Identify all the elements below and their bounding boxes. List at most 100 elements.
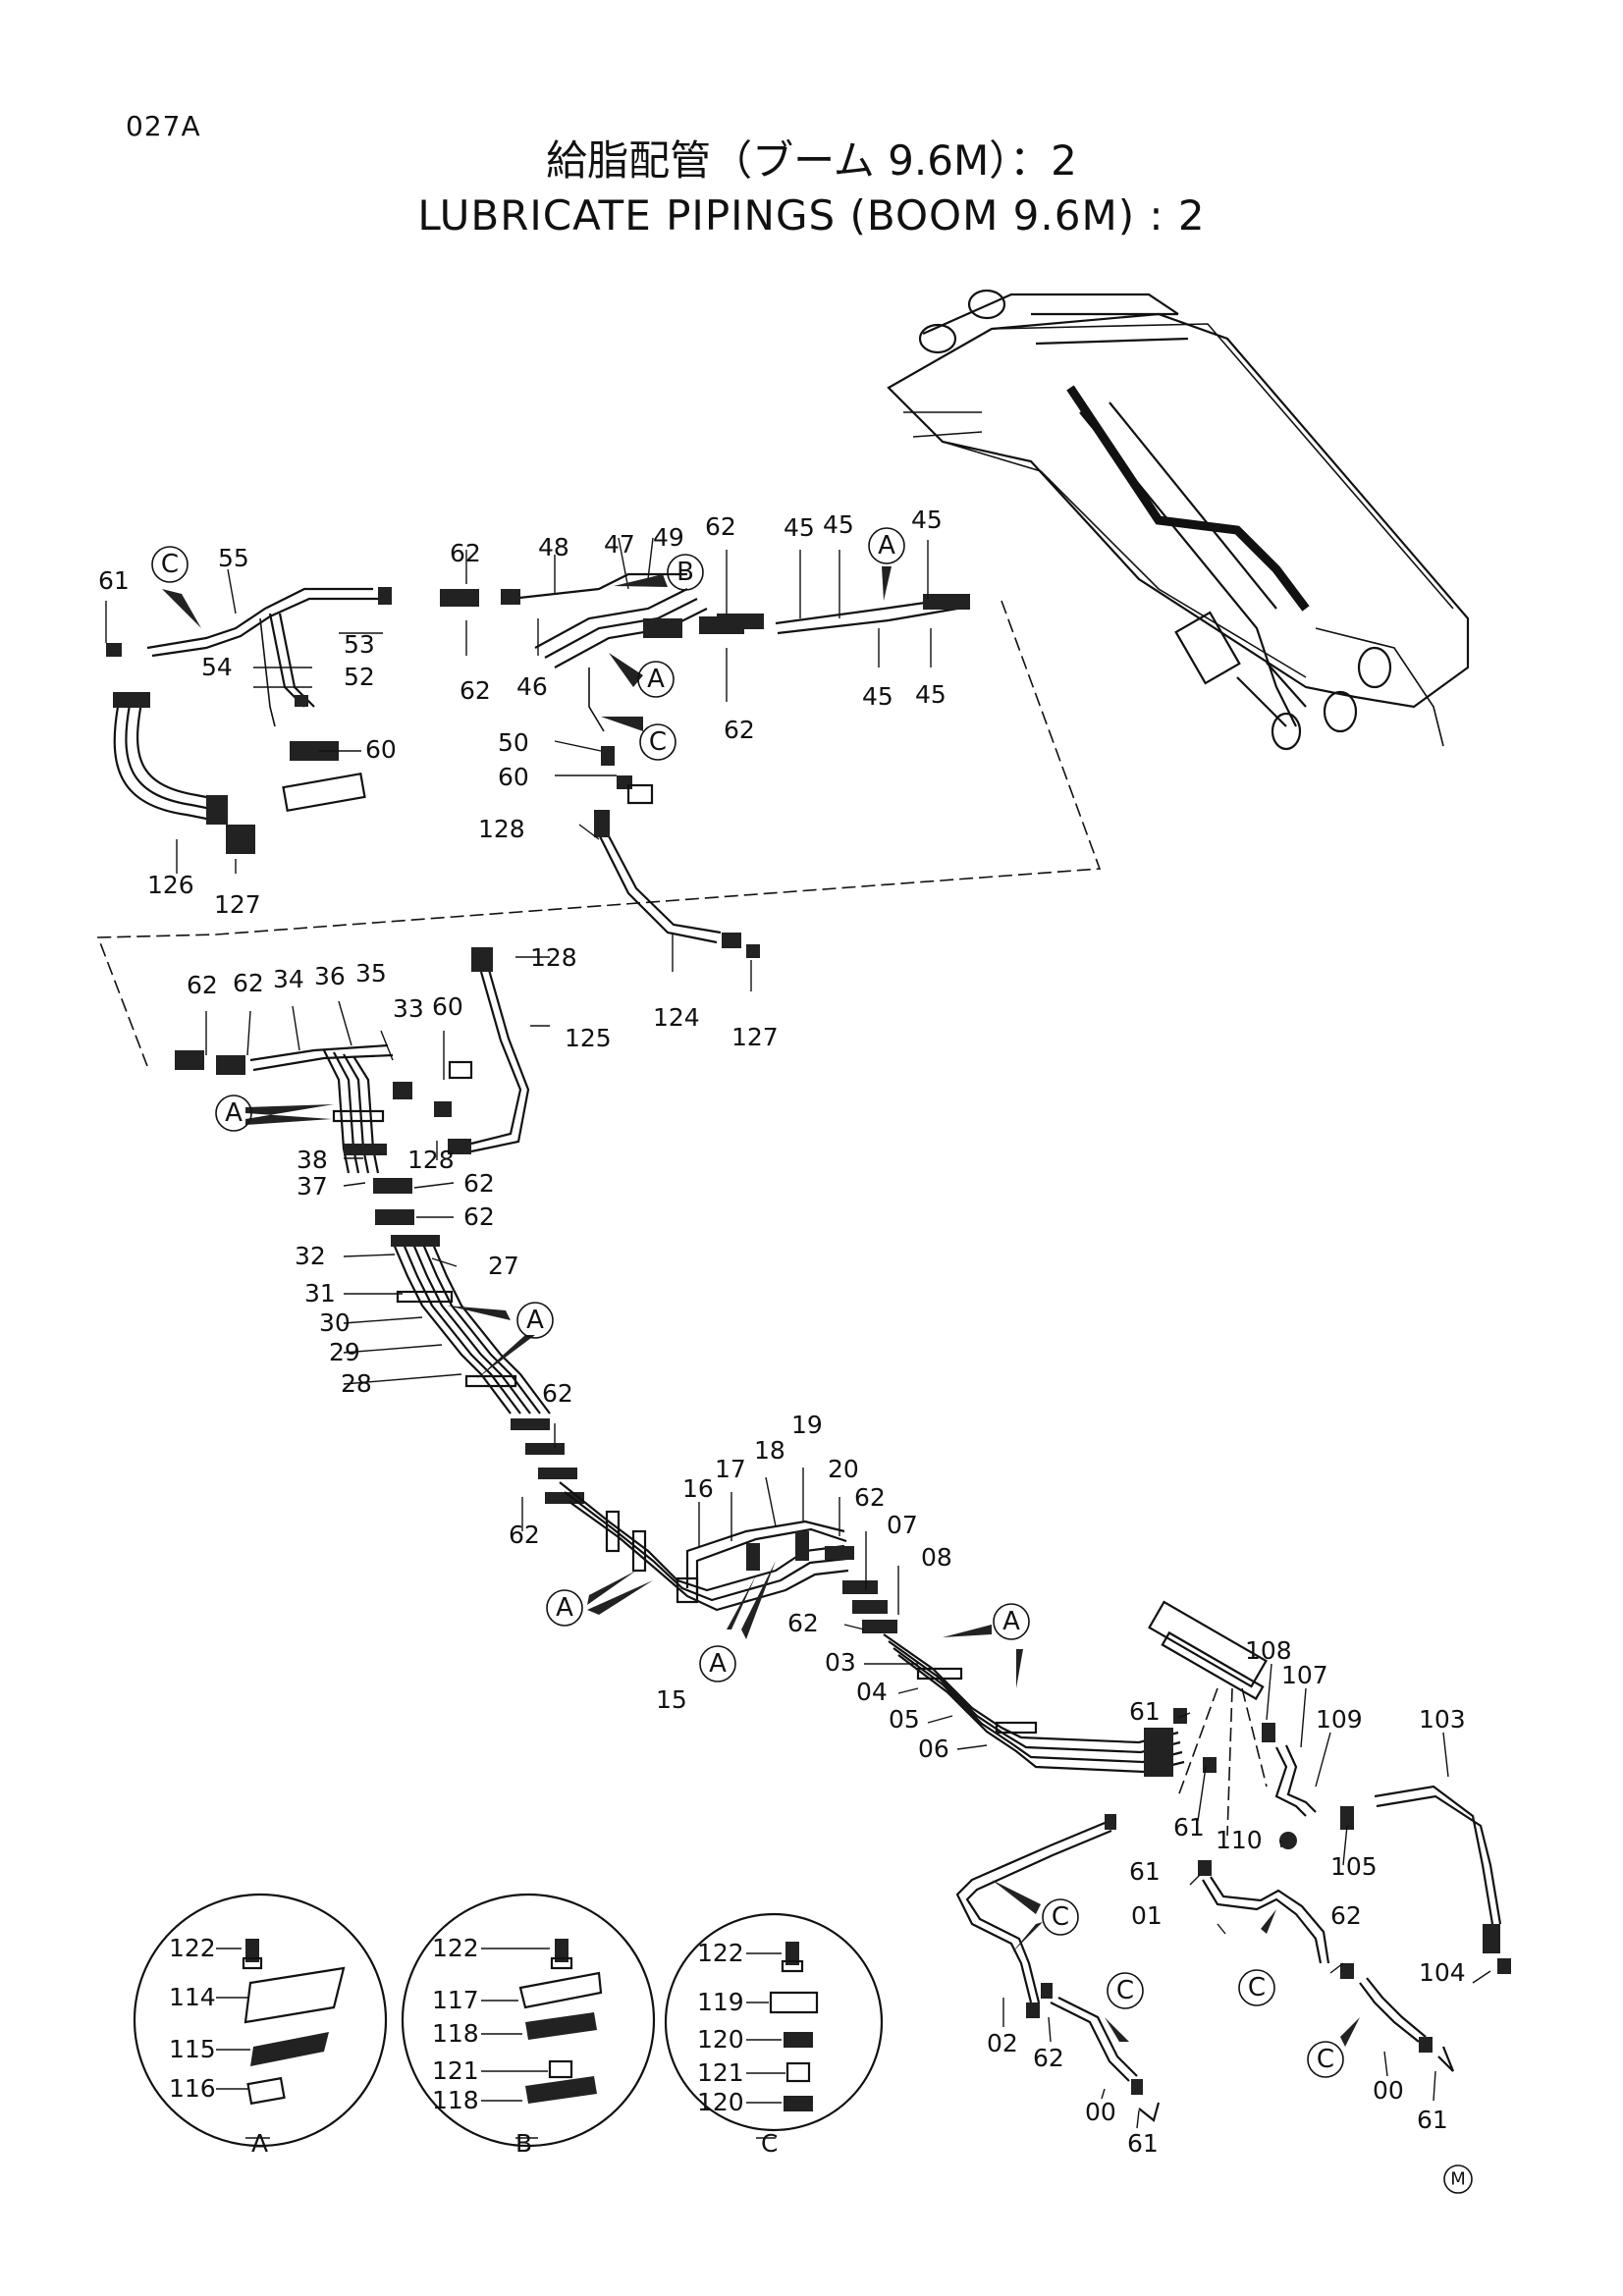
callout-c: C [151,546,189,583]
label-62: 62 [705,512,736,541]
detail-a-116: 116 [169,2074,216,2103]
detail-c: 122 119 120 121 120 C [664,1912,884,2158]
label-62: 62 [787,1609,819,1637]
label-127: 127 [214,890,261,919]
label-55: 55 [218,544,249,572]
svg-text:B: B [676,558,694,587]
svg-text:A: A [556,1593,573,1623]
detail-a-caption: A [251,2129,268,2158]
detail-c-caption: C [761,2129,778,2158]
label-17: 17 [715,1455,746,1483]
svg-text:C: C [649,727,667,757]
detail-b: 122 117 118 121 118 B [401,1893,656,2158]
label-03: 03 [825,1648,856,1677]
svg-text:C: C [161,550,179,579]
detail-c-120: 120 [697,2025,744,2054]
callout-circles: C B A C A A A A A A C C C C [151,527,1344,2078]
callout-a: A [868,527,905,564]
detail-c-122: 122 [697,1939,744,1967]
label-37: 37 [297,1172,328,1201]
label-62: 62 [1033,2044,1064,2072]
label-60: 60 [498,763,529,791]
callout-a: A [546,1589,583,1627]
label-61: 61 [1129,1857,1161,1886]
label-104: 104 [1419,1958,1466,1987]
label-45: 45 [784,513,815,542]
callout-pointers [162,566,1360,2047]
part-labels: 61 55 53 54 52 60 62 48 47 49 62 46 50 6… [98,506,1466,2158]
label-127: 127 [731,1023,779,1051]
page-code: 027A [126,110,201,142]
callout-a: A [215,1095,252,1132]
detail-c-121: 121 [697,2058,744,2087]
label-128: 128 [407,1146,455,1174]
label-20: 20 [828,1455,859,1483]
detail-b-122: 122 [432,1934,479,1962]
label-06: 06 [918,1735,949,1763]
detail-a-115: 115 [169,2035,216,2063]
callout-c: C [639,723,676,761]
label-32: 32 [295,1242,326,1270]
label-19: 19 [791,1411,823,1439]
leader-lines [105,537,1491,2129]
label-07: 07 [887,1511,918,1539]
detail-a-122: 122 [169,1934,216,1962]
label-61: 61 [1417,2106,1448,2134]
detail-c-119: 119 [697,1988,744,2016]
label-02: 02 [987,2029,1018,2057]
label-31: 31 [304,1279,336,1308]
label-61: 61 [1129,1697,1161,1726]
label-62: 62 [463,1169,495,1198]
detail-b-121: 121 [432,2056,479,2085]
label-61: 61 [1127,2129,1159,2158]
label-105: 105 [1330,1852,1378,1881]
middle-pipe-section [175,947,584,1504]
label-62: 62 [450,539,481,567]
label-62: 62 [187,971,218,999]
mark-m: M [1443,2164,1473,2194]
right-lower-section [955,1600,1511,2122]
label-08: 08 [921,1543,952,1572]
callout-b: B [667,554,704,591]
label-53: 53 [344,630,375,659]
label-125: 125 [565,1024,612,1052]
label-38: 38 [297,1146,328,1174]
label-16: 16 [682,1474,714,1503]
callout-a: A [516,1302,554,1339]
detail-a: 122 114 115 116 A [133,1893,388,2158]
label-128: 128 [478,815,525,843]
detail-b-118: 118 [432,2019,479,2048]
svg-text:A: A [526,1306,544,1335]
label-52: 52 [344,663,375,691]
label-62: 62 [1330,1901,1362,1930]
detail-c-120: 120 [697,2088,744,2116]
title-japanese: 給脂配管（ブーム 9.6M）：2 [546,136,1077,185]
svg-text:M: M [1450,2169,1466,2190]
label-108: 108 [1245,1636,1292,1665]
label-34: 34 [273,965,304,993]
label-01: 01 [1131,1901,1163,1930]
detail-b-117: 117 [432,1986,479,2014]
label-126: 126 [147,871,194,899]
title-english: LUBRICATE PIPINGS (BOOM 9.6M) : 2 [417,191,1206,240]
label-33: 33 [393,994,424,1023]
callout-c: C [1307,2041,1344,2078]
svg-text:A: A [878,531,895,561]
label-49: 49 [653,523,684,552]
lower-pipe-section [559,1481,1185,1777]
label-62: 62 [460,676,491,705]
svg-text:C: C [1052,1902,1069,1932]
label-04: 04 [856,1678,888,1706]
label-46: 46 [516,672,548,701]
label-15: 15 [656,1685,687,1714]
label-45: 45 [915,680,947,709]
label-103: 103 [1419,1705,1466,1734]
label-00: 00 [1085,2098,1116,2126]
label-18: 18 [754,1436,785,1465]
label-50: 50 [498,728,529,757]
label-62: 62 [463,1202,495,1231]
callout-c: C [1107,1972,1144,2009]
label-30: 30 [319,1308,351,1337]
svg-text:A: A [1002,1607,1020,1636]
callout-a: A [699,1645,736,1682]
